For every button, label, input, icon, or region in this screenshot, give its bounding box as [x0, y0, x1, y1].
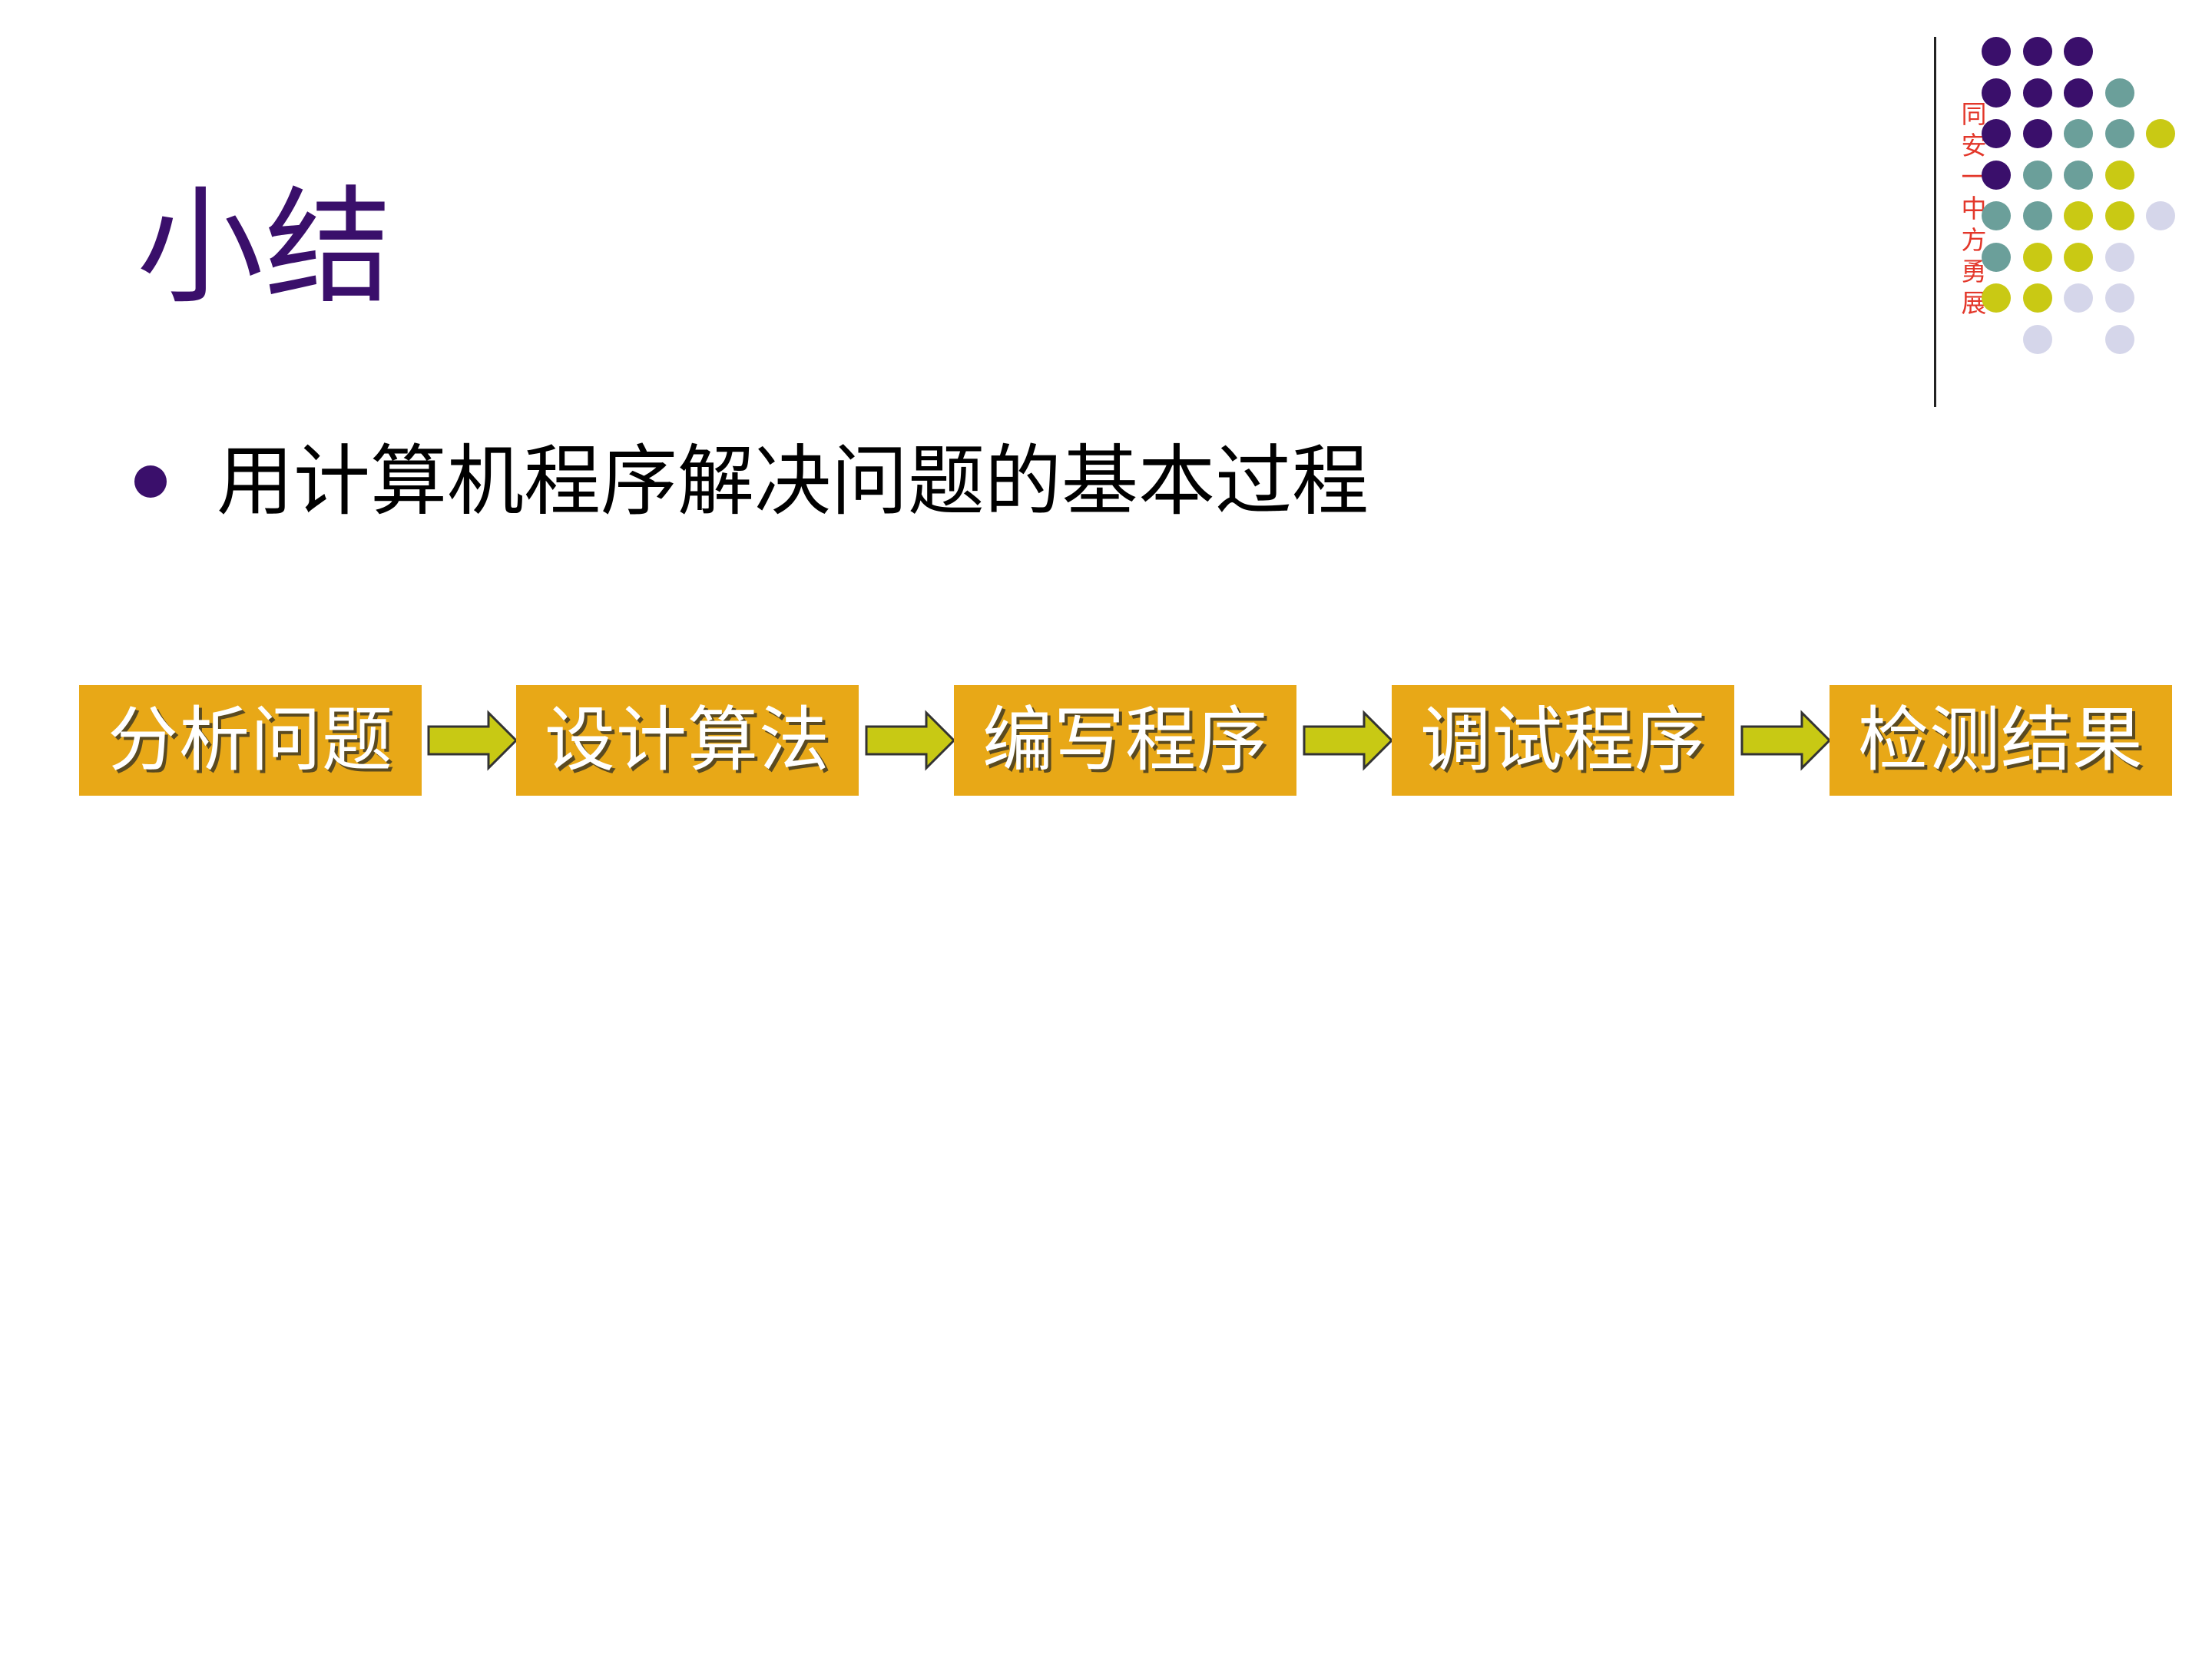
step-box-1: 分析问题: [79, 685, 422, 796]
decorative-dot: [2104, 283, 2134, 313]
step-label-4: 调试程序: [1419, 699, 1706, 781]
decorative-dot: [2064, 78, 2093, 108]
decorative-dot: [1982, 242, 2011, 272]
decorative-dot: [2146, 119, 2175, 148]
step-label-2: 设计算法: [544, 699, 830, 781]
decorative-dot: [2022, 160, 2052, 190]
bullet-item: 用计算机程序解决问题的基本过程: [134, 432, 1369, 531]
step-label-3: 编写程序: [982, 699, 1268, 781]
decorative-dot: [2104, 324, 2134, 354]
decorative-dot: [1982, 78, 2011, 108]
side-caption-char: 同: [1961, 99, 1987, 129]
right-arrow-icon: [865, 710, 956, 771]
right-arrow-icon: [1740, 710, 1832, 771]
step-label-1: 分析问题: [107, 699, 393, 781]
step-box-4: 调试程序: [1392, 685, 1734, 796]
right-arrow-icon: [1303, 710, 1394, 771]
step-box-3: 编写程序: [954, 685, 1296, 796]
decorative-dot: [2104, 119, 2134, 148]
slide-title: 小结: [137, 174, 393, 321]
decorative-dot: [2022, 119, 2052, 148]
decorative-dot: [2022, 78, 2052, 108]
bullet-dot-icon: [134, 465, 167, 498]
decorative-dot: [2022, 242, 2052, 272]
step-box-5: 检测结果: [1830, 685, 2172, 796]
decorative-dot: [1982, 119, 2011, 148]
right-arrow-icon: [427, 710, 518, 771]
decorative-dot: [2022, 37, 2052, 66]
step-label-5: 检测结果: [1857, 699, 2144, 781]
decorative-dot: [2022, 283, 2052, 313]
decorative-dot: [1982, 37, 2011, 66]
decorative-dot: [2064, 160, 2093, 190]
decorative-dot: [1982, 201, 2011, 230]
divider-line: [1934, 37, 1936, 407]
bullet-text: 用计算机程序解决问题的基本过程: [217, 436, 1369, 526]
decorative-dot: [2104, 201, 2134, 230]
decorative-dot: [2104, 160, 2134, 190]
decorative-dot: [1982, 283, 2011, 313]
decorative-dot: [2064, 119, 2093, 148]
decorative-dot: [2104, 242, 2134, 272]
decorative-dot: [2064, 37, 2093, 66]
decorative-dot: [1982, 160, 2011, 190]
decorative-dot: [2022, 324, 2052, 354]
step-box-2: 设计算法: [516, 685, 859, 796]
decorative-dot: [2064, 283, 2093, 313]
decorative-dot: [2104, 78, 2134, 108]
decorative-dot: [2146, 201, 2175, 230]
decorative-dot: [2022, 201, 2052, 230]
side-caption-char: 方: [1961, 225, 1987, 255]
decorative-dot: [2064, 201, 2093, 230]
decorative-dot: [2064, 242, 2093, 272]
